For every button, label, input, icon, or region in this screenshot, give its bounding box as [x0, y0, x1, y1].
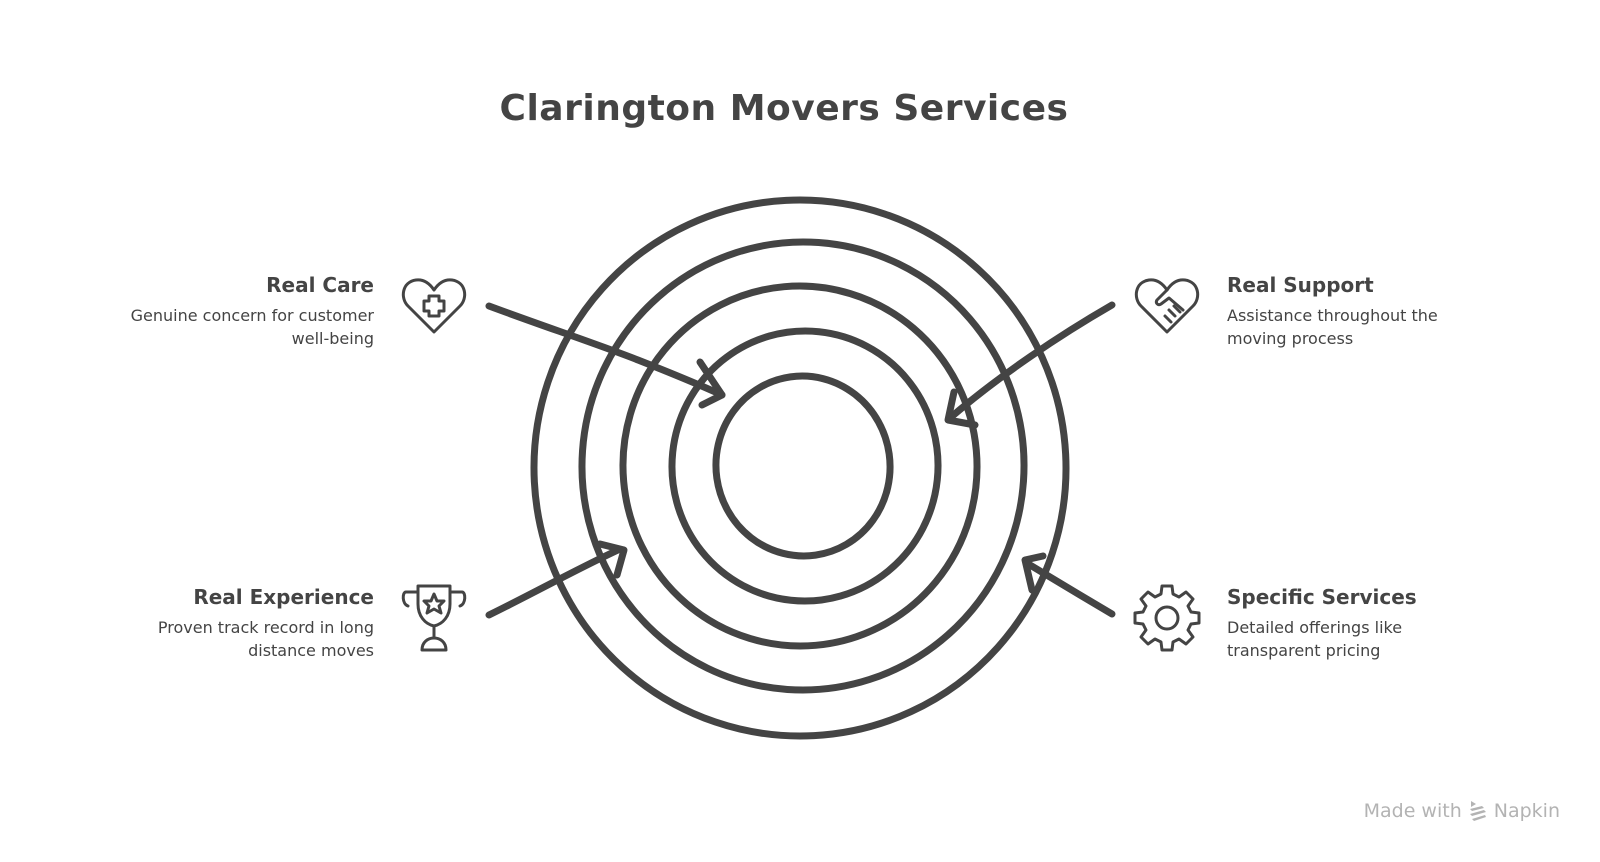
item-description: Proven track record in long distance mov…	[157, 618, 374, 660]
page-title: Clarington Movers Services	[499, 88, 1069, 129]
target-ring-4	[578, 238, 1028, 694]
target-ring-inner	[712, 372, 894, 560]
target-ring-3	[619, 282, 981, 650]
handshake-heart-icon	[1134, 278, 1200, 334]
arrow-real-care	[485, 302, 726, 399]
item-real-experience: Real Experience Proven track record in l…	[74, 584, 374, 662]
item-real-support: Real Support Assistance throughout the m…	[1227, 272, 1527, 350]
trophy-star-icon	[401, 584, 467, 652]
made-with-label: Made with	[1363, 800, 1462, 822]
item-heading: Real Care	[266, 273, 374, 297]
arrow-real-support	[946, 301, 1116, 422]
gear-icon	[1133, 584, 1201, 652]
target-ring-outer	[530, 196, 1070, 740]
arrow-real-experience	[485, 546, 622, 619]
item-heading: Specific Services	[1227, 585, 1417, 609]
item-specific-services: Specific Services Detailed offerings lik…	[1227, 584, 1527, 662]
item-heading: Real Support	[1227, 273, 1374, 297]
item-description: Genuine concern for customer well-being	[130, 306, 374, 348]
napkin-brand-label: Napkin	[1493, 800, 1560, 822]
arrow-specific-services	[1026, 561, 1116, 618]
item-real-care: Real Care Genuine concern for customer w…	[74, 272, 374, 350]
item-heading: Real Experience	[193, 585, 374, 609]
napkin-logo-icon	[1469, 801, 1486, 821]
made-with-napkin-badge[interactable]: Made with Napkin	[1364, 800, 1560, 822]
target-ring-2	[668, 327, 942, 605]
item-description: Detailed offerings like transparent pric…	[1227, 618, 1403, 660]
item-description: Assistance throughout the moving process	[1227, 306, 1438, 348]
heart-plus-icon	[401, 278, 467, 334]
